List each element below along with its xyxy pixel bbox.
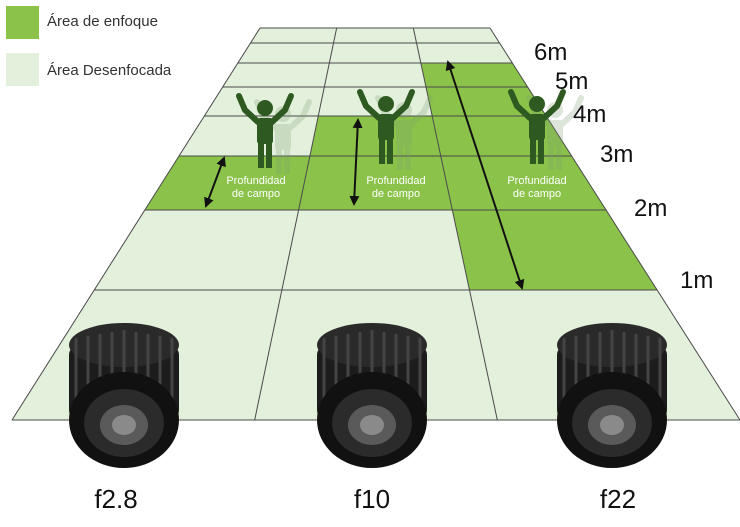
lens-f10 xyxy=(317,323,427,468)
dof-label-f22-line2: de campo xyxy=(513,188,561,200)
dof-arrow-f2.8 xyxy=(204,156,226,208)
distance-label-3m: 3m xyxy=(600,141,633,168)
distance-label-5m: 5m xyxy=(555,68,588,95)
lens-f2.8 xyxy=(69,323,179,468)
dof-label-f22-line1: Profundidad xyxy=(507,175,566,187)
grid-cell xyxy=(413,28,500,43)
legend-unfocus-swatch xyxy=(6,53,39,86)
grid-cell xyxy=(237,43,334,63)
aperture-label-f2.8: f2.8 xyxy=(94,484,137,514)
grid-cell xyxy=(281,210,470,290)
dof-arrow-f22 xyxy=(445,60,525,290)
grid-cell xyxy=(144,156,310,210)
legend: Área de enfoque Área Desenfocada xyxy=(6,6,172,86)
grid-cell xyxy=(309,116,441,156)
dof-arrow-f10 xyxy=(349,118,363,206)
dof-label-f10-line1: Profundidad xyxy=(366,175,425,187)
legend-unfocus-label: Área Desenfocada xyxy=(47,62,172,79)
distance-label-6m: 6m xyxy=(534,39,567,66)
aperture-label-f10: f10 xyxy=(354,484,390,514)
grid-line-vertical xyxy=(254,27,338,421)
grid-cell xyxy=(324,63,426,87)
legend-focus-label: Área de enfoque xyxy=(47,13,158,30)
figure-person-f10 xyxy=(357,89,433,170)
grid-cell xyxy=(94,210,299,290)
distance-label-2m: 2m xyxy=(634,195,667,222)
dof-labels: Profundidad de campo Profundidad de camp… xyxy=(226,175,566,200)
dof-label-f2.8-line1: Profundidad xyxy=(226,175,285,187)
grid-cell xyxy=(250,28,337,43)
grid-cell xyxy=(222,63,330,87)
dof-arrows xyxy=(204,60,525,290)
lenses xyxy=(69,323,667,468)
grid-cell xyxy=(333,28,417,43)
grid-cell xyxy=(329,43,421,63)
distance-labels: 1m 2m 3m 4m 5m 6m xyxy=(534,39,713,294)
grid-cell xyxy=(420,63,528,87)
grid-cell xyxy=(298,156,453,210)
figure-person-f2.8 xyxy=(236,93,312,174)
legend-focus-swatch xyxy=(6,6,39,39)
distance-label-1m: 1m xyxy=(680,267,713,294)
grid-cell xyxy=(452,210,658,290)
distance-label-4m: 4m xyxy=(573,101,606,128)
figures xyxy=(236,89,584,174)
aperture-labels: f2.8 f10 f22 xyxy=(94,484,636,514)
grid-line-vertical xyxy=(489,27,740,421)
grid-cell xyxy=(416,43,513,63)
dof-label-f10-line2: de campo xyxy=(372,188,420,200)
dof-label-f2.8-line2: de campo xyxy=(232,188,280,200)
figure-person-f22 xyxy=(508,89,584,170)
grid-cell xyxy=(179,116,319,156)
grid-line-vertical xyxy=(11,27,261,421)
lens-f22 xyxy=(557,323,667,468)
aperture-label-f22: f22 xyxy=(600,484,636,514)
